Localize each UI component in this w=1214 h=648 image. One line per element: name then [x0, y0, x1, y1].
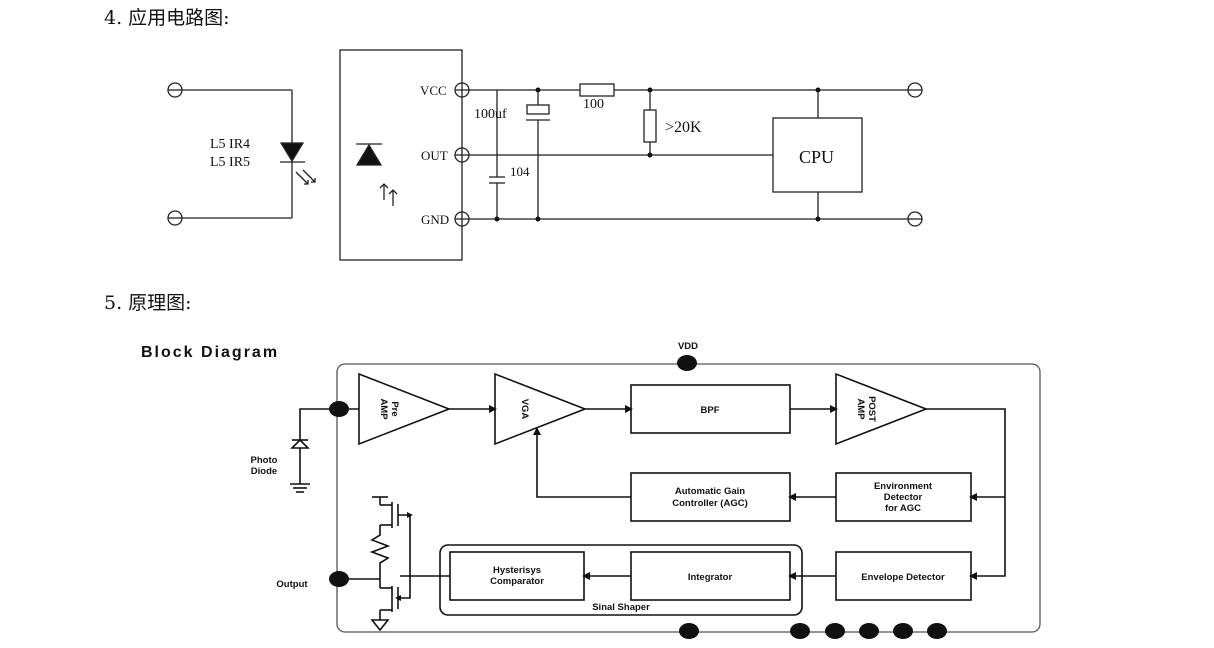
output-label: Output: [276, 579, 308, 590]
diode-label-1: L5 IR4: [210, 137, 250, 152]
signal-shaper-group: [439, 544, 803, 616]
section-4-heading: 4. 应用电路图:: [104, 7, 230, 29]
vdd-label: VDD: [678, 341, 698, 352]
pre-amp-label-1: Pre: [389, 401, 400, 416]
pin-out-label: OUT: [421, 148, 448, 163]
block-diagram: [290, 363, 1041, 633]
section-5-heading: 5. 原理图:: [104, 292, 192, 314]
output-pin: [329, 571, 349, 587]
agc-label-2: Controller (AGC): [672, 498, 747, 509]
gnd-pin: [679, 623, 699, 639]
application-circuit: [167, 49, 923, 261]
photo-diode-label-2: Diode: [251, 466, 277, 477]
signal-arrows: [395, 405, 977, 601]
agc-label-1: Automatic Gain: [675, 486, 745, 497]
env-detector-label-3: for AGC: [885, 503, 921, 514]
resistor-20k: [643, 90, 657, 155]
diode-label-2: L5 IR5: [210, 155, 250, 170]
vdd-pin: [677, 355, 697, 371]
capacitor-100uf: [526, 90, 550, 219]
bpf-label: BPF: [701, 405, 720, 416]
extra-pin-4: [893, 623, 913, 639]
junction-dots: [494, 87, 821, 222]
cap-100uf-label: 100uf: [474, 107, 507, 122]
hysteresis-label-1: Hysterisys: [493, 565, 541, 576]
pin-gnd-label: GND: [421, 212, 449, 227]
extra-pin-3: [859, 623, 879, 639]
post-amp-block: [835, 372, 929, 446]
post-amp-label-1: POST: [866, 396, 877, 422]
resistor-100: [579, 83, 615, 97]
hysteresis-label-2: Comparator: [490, 576, 544, 587]
pre-amp-label-2: AMP: [378, 398, 389, 420]
photo-diode-label-1: Photo: [251, 455, 278, 466]
integrator-label: Integrator: [688, 572, 733, 583]
block-diagram-title: Block Diagram: [141, 344, 279, 361]
extra-pin-1: [790, 623, 810, 639]
envelope-detector-label: Envelope Detector: [861, 572, 945, 583]
cap-104-label: 104: [510, 164, 530, 179]
signal-shaper-label: Sinal Shaper: [592, 602, 650, 613]
ir-led-symbol: [279, 142, 316, 185]
extra-pin-2: [825, 623, 845, 639]
receiver-photodiode-symbol: [355, 143, 398, 206]
pin-vcc-label: VCC: [420, 83, 447, 98]
pin-dots: [329, 355, 947, 639]
photodiode-pin: [329, 401, 349, 417]
agc-block: [630, 472, 791, 522]
env-detector-label-2: Detector: [884, 492, 923, 503]
post-amp-label-2: AMP: [855, 398, 866, 420]
res-20k-label: >20K: [665, 119, 702, 136]
capacitor-104: [489, 90, 505, 219]
pre-amp-block: [358, 372, 452, 446]
extra-pin-5: [927, 623, 947, 639]
env-detector-label-1: Environment: [874, 481, 933, 492]
res-100-label: 100: [583, 97, 604, 112]
cpu-label: CPU: [799, 147, 834, 167]
vga-label: VGA: [519, 399, 530, 420]
